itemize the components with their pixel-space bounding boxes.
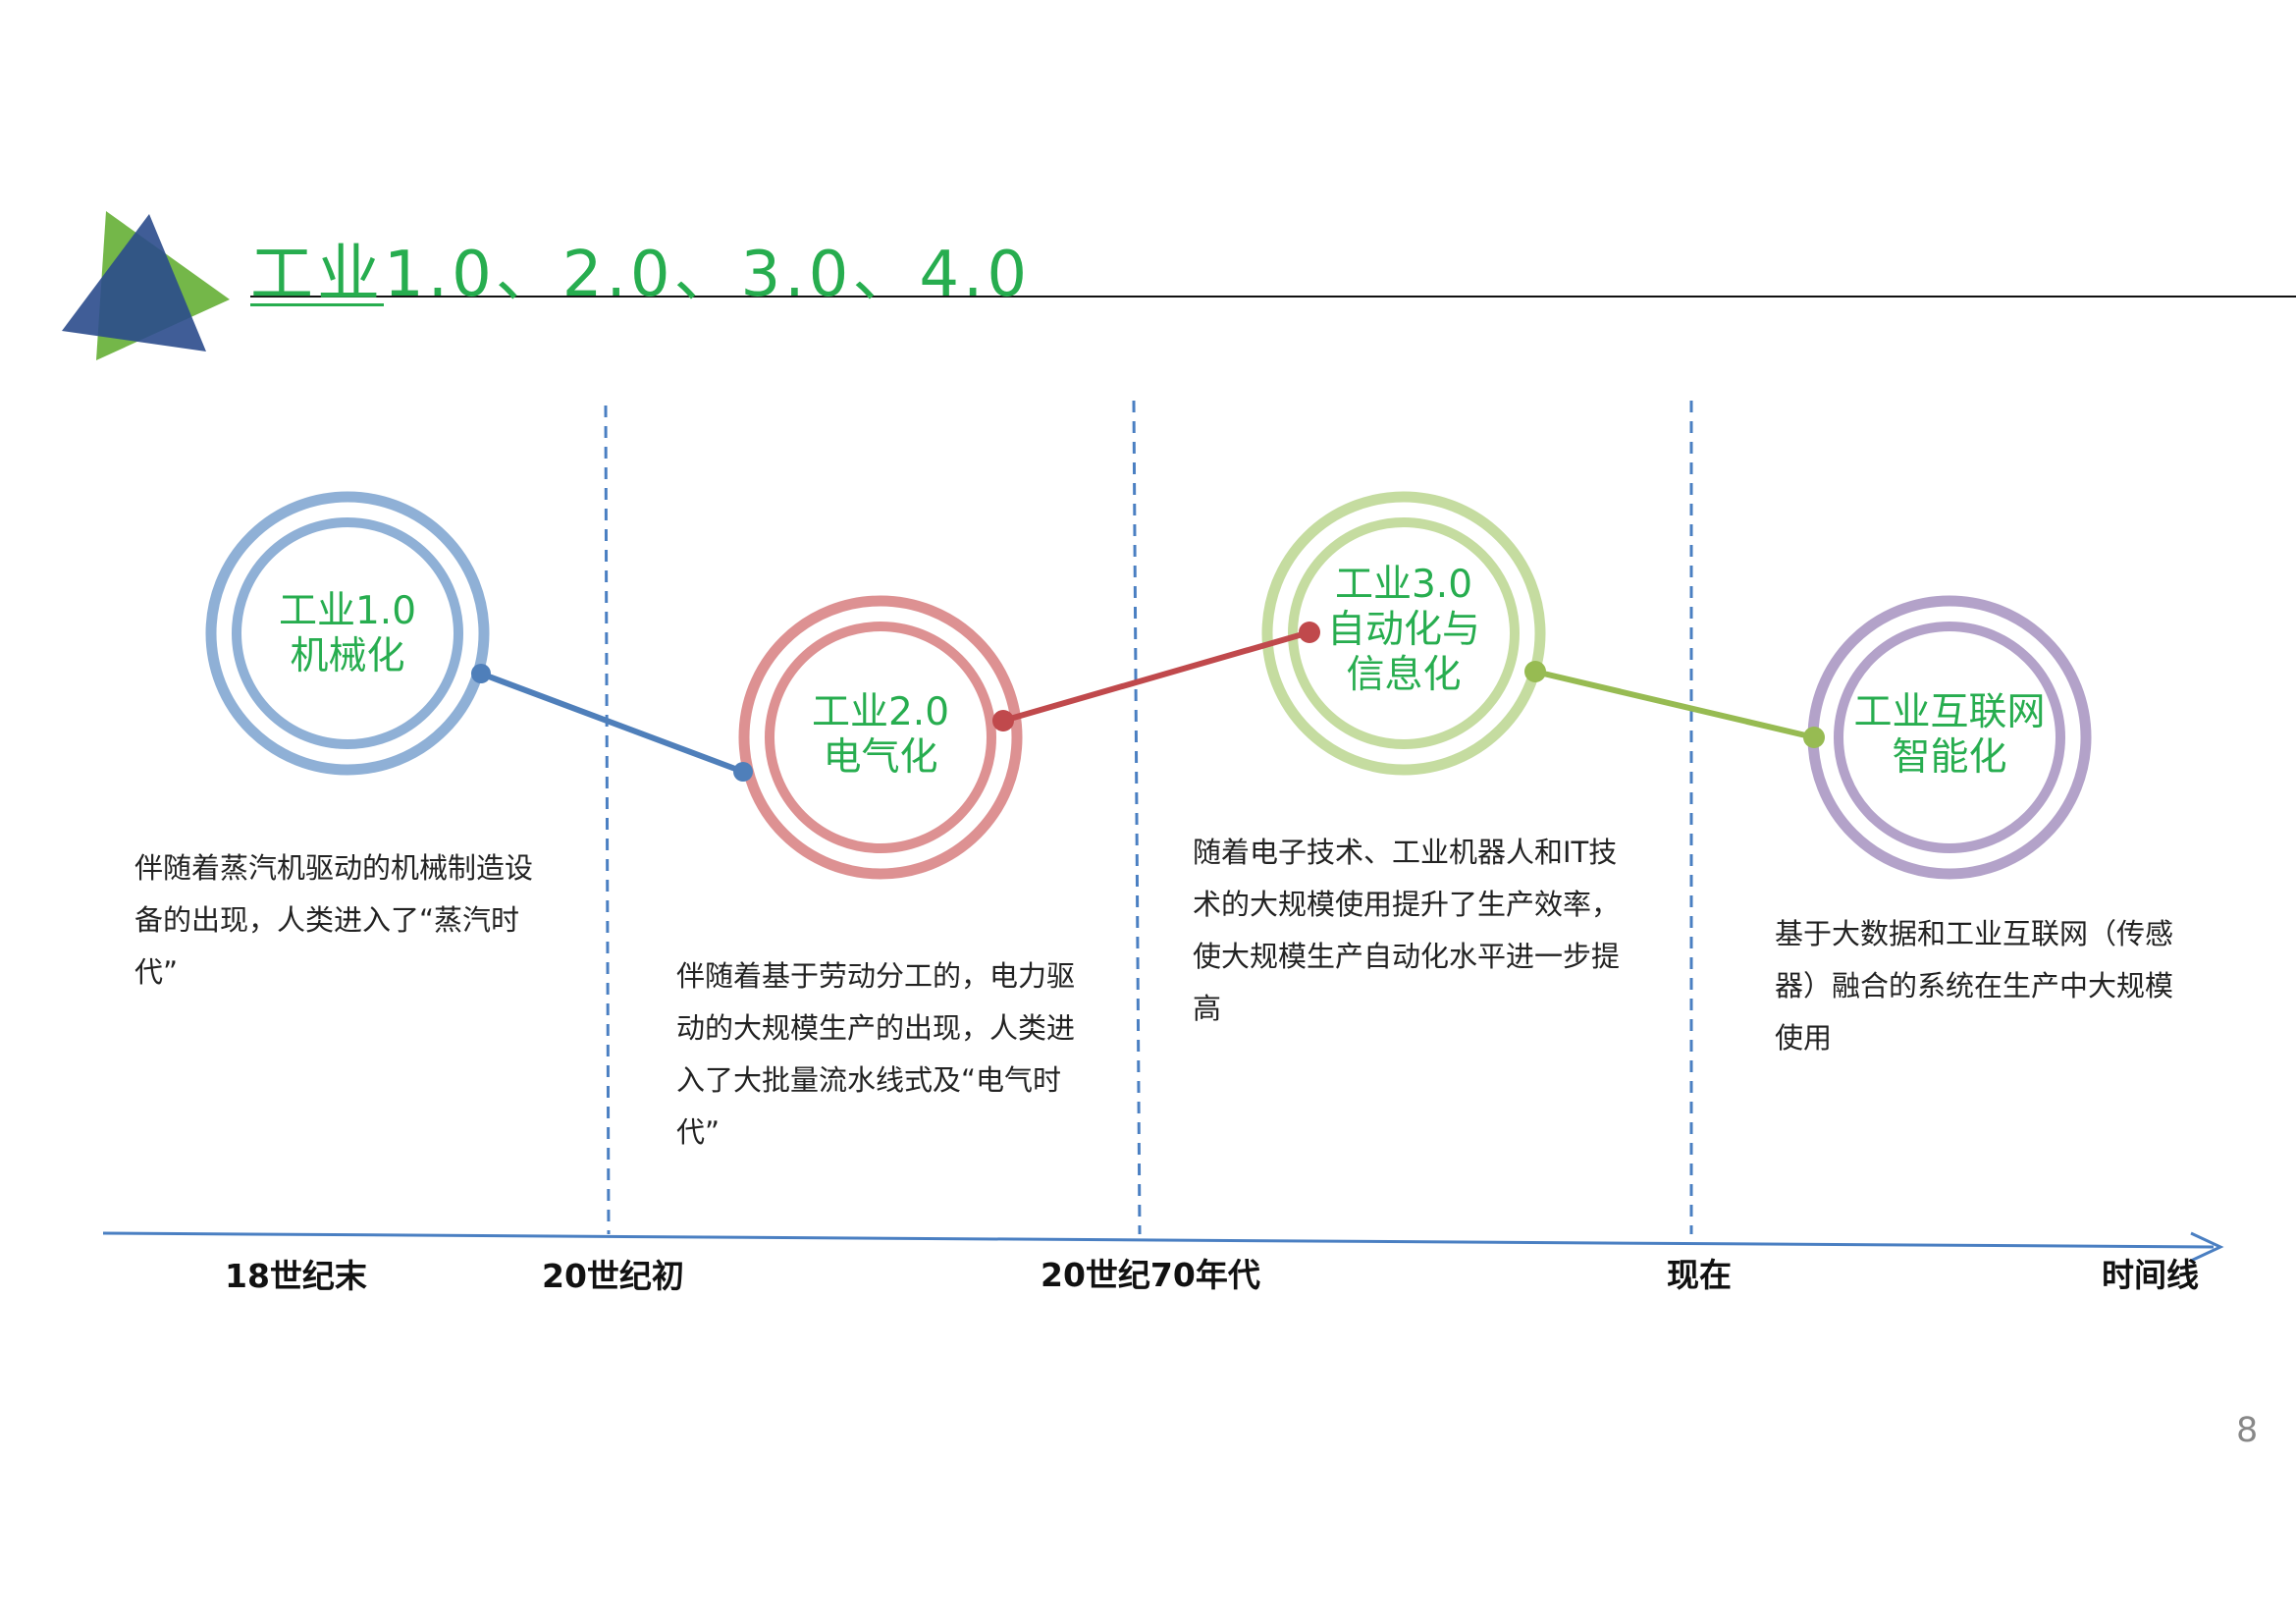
logo-blue-triangle xyxy=(62,214,206,352)
stage-2-title: 工业2.0 xyxy=(811,690,950,734)
stage-4-label: 工业互联网 智能化 xyxy=(1802,690,2097,781)
slide-title: 工业1.0、2.0、3.0、4.0 xyxy=(250,224,1031,314)
stage-3-label: 工业3.0 自动化与 信息化 xyxy=(1256,563,1551,698)
timeline-label-1970s: 20世纪70年代 xyxy=(1041,1256,1260,1294)
timeline-label-now: 现在 xyxy=(1667,1256,1732,1294)
stage-ring-3 xyxy=(1261,491,1546,776)
slide-title-rest: 1.0、2.0、3.0、4.0 xyxy=(384,239,1032,311)
timeline-arrowhead-icon xyxy=(2190,1231,2224,1263)
era-divider-2 xyxy=(1132,400,1142,1235)
slide-title-first: 工业 xyxy=(250,239,384,311)
connector-2-3-end-dot xyxy=(1299,622,1320,643)
connector-2-3 xyxy=(1002,629,1310,724)
connector-3-4-end-dot xyxy=(1803,727,1825,748)
stage-1-description: 伴随着蒸汽机驱动的机械制造设备的出现，人类进入了“蒸汽时代” xyxy=(134,851,534,989)
era-divider-1 xyxy=(604,405,611,1235)
stage-3-subtitle: 自动化与 xyxy=(1326,608,1480,652)
stage-2-description: 伴随着基于劳动分工的，电力驱动的大规模生产的出现，人类进入了大批量流水线式及“电… xyxy=(676,959,1076,1149)
stage-1-label: 工业1.0 机械化 xyxy=(200,589,495,679)
connector-1-2 xyxy=(479,671,745,775)
connector-2-3-start-dot xyxy=(992,710,1014,731)
stage-3-subtitle-2: 信息化 xyxy=(1346,653,1462,697)
stage-ring-1 xyxy=(205,491,490,776)
connector-1-2-end-dot xyxy=(733,762,753,782)
stage-4-title: 工业互联网 xyxy=(1853,690,2046,734)
stage-1-subtitle: 机械化 xyxy=(290,634,405,678)
connector-1-2-start-dot xyxy=(471,664,491,683)
stage-2-label: 工业2.0 电气化 xyxy=(733,690,1028,781)
timeline-axis-label: 时间线 xyxy=(2102,1256,2199,1294)
stage-1-title: 工业1.0 xyxy=(278,589,417,633)
connector-3-4-start-dot xyxy=(1524,661,1546,682)
connector-3-4 xyxy=(1534,669,1815,740)
stage-4-subtitle: 智能化 xyxy=(1892,735,2007,780)
stage-3-title: 工业3.0 xyxy=(1334,563,1473,607)
page-number: 8 xyxy=(2236,1411,2259,1450)
stage-2-subtitle: 电气化 xyxy=(823,735,938,780)
stage-4-description: 基于大数据和工业互联网（传感器）融合的系统在生产中大规模使用 xyxy=(1775,917,2174,1055)
timeline-axis xyxy=(102,1231,2215,1249)
stage-ring-2 xyxy=(738,595,1023,880)
logo-triangles-icon xyxy=(62,211,230,360)
timeline-label-18th-century-end: 18世纪末 xyxy=(225,1257,367,1295)
stage-3-description: 随着电子技术、工业机器人和IT技术的大规模使用提升了生产效率，使大规模生产自动化… xyxy=(1193,836,1621,1025)
timeline-label-early-20th-century: 20世纪初 xyxy=(542,1257,684,1295)
